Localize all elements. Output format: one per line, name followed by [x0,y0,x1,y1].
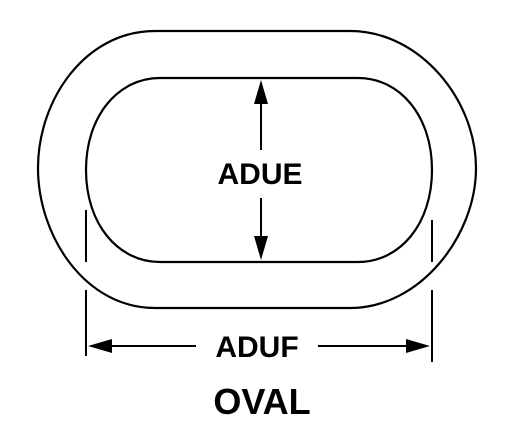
outer-dimension-label: ADUF [215,331,298,364]
outer-width-arrow-right [406,339,430,353]
outer-oval-outline [36,29,478,310]
inner-dimension-label: ADUE [217,158,302,191]
inner-height-dimension: ADUE [217,80,303,260]
outer-width-dimension: ADUF [85,210,433,364]
outer-width-arrow-left [88,339,112,353]
inner-height-arrow-up [254,80,268,104]
shape-caption: OVAL [213,381,310,422]
inner-height-arrow-down [254,236,268,260]
inner-oval-outline [84,76,434,264]
